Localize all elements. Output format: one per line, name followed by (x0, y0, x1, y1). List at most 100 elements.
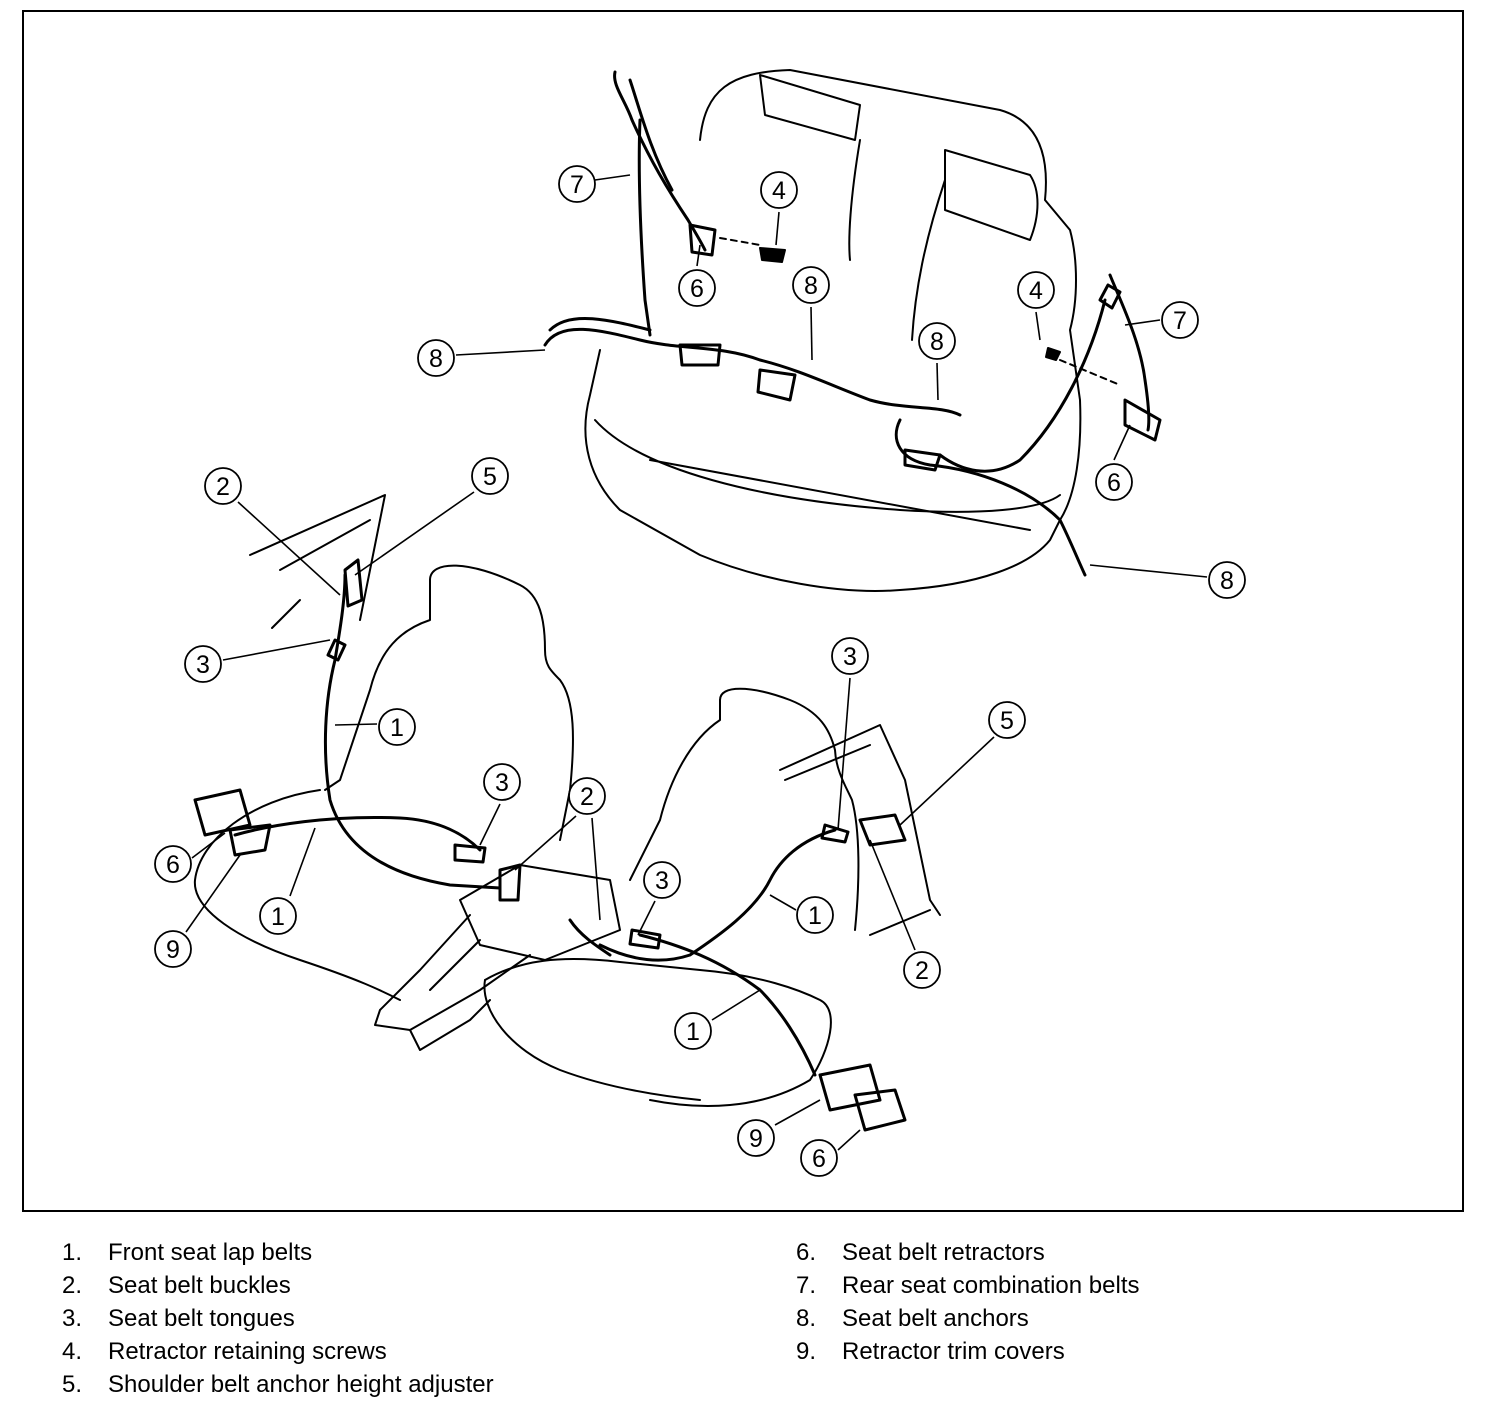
callout-label: 4 (1029, 277, 1043, 305)
callout-label: 6 (166, 851, 180, 879)
callout-4-marker: 4 (1017, 271, 1055, 309)
legend-item-4: 4. Retractor retaining screws (62, 1338, 387, 1365)
callout-label: 2 (915, 957, 929, 985)
callout-label: 8 (429, 345, 443, 373)
callout-2-marker: 2 (204, 467, 242, 505)
callout-3-marker: 3 (643, 861, 681, 899)
callout-circle (1208, 561, 1246, 599)
callout-1-marker: 1 (674, 1012, 712, 1050)
callout-label: 6 (812, 1145, 826, 1173)
callout-8-marker: 8 (1208, 561, 1246, 599)
callout-label: 5 (483, 463, 497, 491)
callout-circle (154, 930, 192, 968)
callout-2-marker: 2 (903, 951, 941, 989)
callout-8-marker: 8 (918, 322, 956, 360)
legend-item-8: 8. Seat belt anchors (796, 1305, 1029, 1332)
callout-7-marker: 7 (558, 165, 596, 203)
callout-circle (674, 1012, 712, 1050)
callout-label: 3 (843, 643, 857, 671)
callout-circle (988, 701, 1026, 739)
front-right-seat (483, 687, 860, 1107)
legend-item-2: 2. Seat belt buckles (62, 1272, 291, 1299)
callout-circle (1161, 301, 1199, 339)
callout-circle (737, 1119, 775, 1157)
callout-circle (204, 467, 242, 505)
legend-item-6: 6. Seat belt retractors (796, 1239, 1045, 1266)
callout-9-marker: 9 (737, 1119, 775, 1157)
callout-5-marker: 5 (988, 701, 1026, 739)
callout-2-marker: 2 (568, 777, 606, 815)
callout-3-marker: 3 (831, 637, 869, 675)
rear-belts (543, 70, 1162, 577)
callout-label: 9 (749, 1125, 763, 1153)
callout-markers: 7 4 6 8 8 8 4 7 6 8 2 5 3 1 3 2 6 1 9 3 5 3 1 2 1 9 6 (154, 165, 1246, 1177)
legend-item-3: 3. Seat belt tongues (62, 1305, 295, 1332)
callout-circle (568, 777, 606, 815)
rear-bench-seat (584, 69, 1082, 592)
front-belts (193, 558, 907, 1132)
callout-label: 1 (271, 903, 285, 931)
callout-label: 5 (1000, 707, 1014, 735)
pillar-lines (249, 494, 941, 936)
callout-circle (184, 645, 222, 683)
front-left-seat (193, 564, 574, 1001)
callout-label: 4 (772, 177, 786, 205)
callout-circle (678, 269, 716, 307)
callout-label: 1 (686, 1018, 700, 1046)
callout-3-marker: 3 (483, 763, 521, 801)
callout-circle (1095, 463, 1133, 501)
legend-item-1: 1. Front seat lap belts (62, 1239, 313, 1266)
callout-7-marker: 7 (1161, 301, 1199, 339)
callout-3-marker: 3 (184, 645, 222, 683)
callout-label: 8 (804, 272, 818, 300)
callout-circle (918, 322, 956, 360)
callout-5-marker: 5 (471, 457, 509, 495)
callout-circle (1017, 271, 1055, 309)
legend-right-column: 6. Seat belt retractors 7. Rear seat com… (796, 1236, 1140, 1368)
callout-circle (471, 457, 509, 495)
legend-item-5: 5. Shoulder belt anchor height adjuster (62, 1371, 494, 1398)
callout-label: 1 (808, 902, 822, 930)
callout-label: 6 (690, 275, 704, 303)
callout-circle (378, 708, 416, 746)
callout-label: 6 (1107, 469, 1121, 497)
callout-circle (154, 845, 192, 883)
callout-circle (800, 1139, 838, 1177)
callout-label: 8 (930, 328, 944, 356)
callout-label: 8 (1220, 567, 1234, 595)
callout-6-marker: 6 (800, 1139, 838, 1177)
callout-circle (417, 339, 455, 377)
callout-circle (558, 165, 596, 203)
leader-lines (185, 174, 1208, 1151)
callout-label: 7 (1173, 307, 1187, 335)
callout-label: 9 (166, 936, 180, 964)
callout-circle (796, 896, 834, 934)
callout-label: 3 (196, 651, 210, 679)
callout-circle (831, 637, 869, 675)
legend-left-column: 1. Front seat lap belts 2. Seat belt buc… (62, 1236, 494, 1401)
callout-label: 3 (655, 867, 669, 895)
legend-item-9: 9. Retractor trim covers (796, 1338, 1065, 1365)
callout-1-marker: 1 (259, 897, 297, 935)
callout-circle (483, 763, 521, 801)
callout-9-marker: 9 (154, 930, 192, 968)
callout-circle (792, 266, 830, 304)
callout-circle (643, 861, 681, 899)
callout-circle (903, 951, 941, 989)
callout-8-marker: 8 (417, 339, 455, 377)
callout-circle (760, 171, 798, 209)
callout-circle (259, 897, 297, 935)
diagram-frame (22, 10, 1464, 1212)
callout-label: 2 (216, 473, 230, 501)
callout-6-marker: 6 (1095, 463, 1133, 501)
callout-8-marker: 8 (792, 266, 830, 304)
callout-label: 1 (390, 714, 404, 742)
legend-item-7: 7. Rear seat combination belts (796, 1272, 1140, 1299)
callout-1-marker: 1 (378, 708, 416, 746)
callout-6-marker: 6 (154, 845, 192, 883)
callout-label: 7 (570, 171, 584, 199)
callout-4-marker: 4 (760, 171, 798, 209)
callout-label: 2 (580, 783, 594, 811)
callout-1-marker: 1 (796, 896, 834, 934)
